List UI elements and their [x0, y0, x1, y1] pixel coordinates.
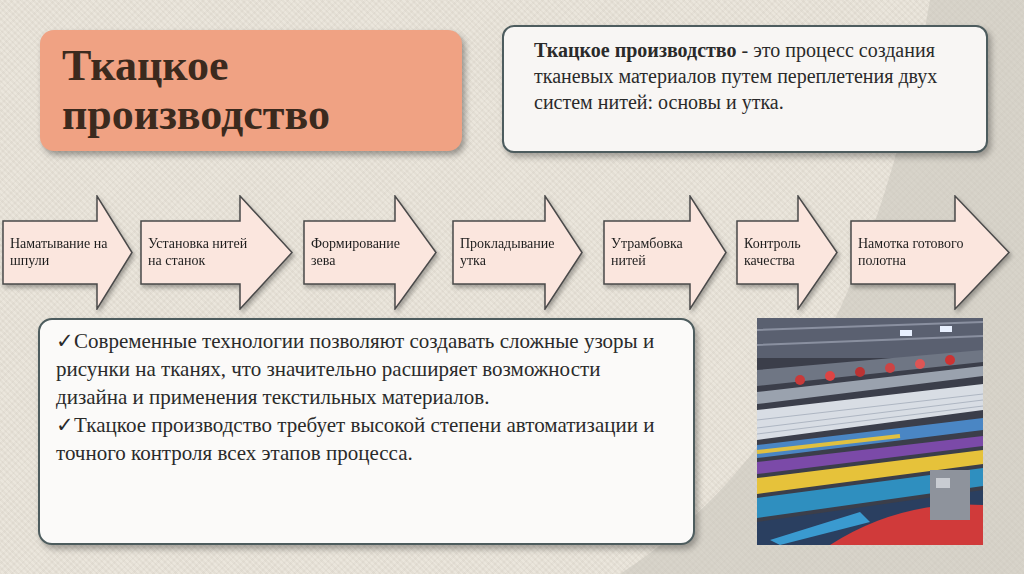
arrow-outline: [851, 196, 1009, 309]
factory-photo: [757, 318, 983, 545]
arrow-label-area: Контроль качества: [744, 223, 816, 282]
process-arrow: Контроль качества: [736, 195, 838, 310]
bullet-box: ✓Современные технологии позволяют создав…: [38, 318, 695, 545]
process-arrow: Формирование зева: [303, 195, 437, 310]
step-label: Установка нитей на станок: [148, 236, 264, 270]
process-arrow: Установка нитей на станок: [140, 195, 293, 310]
process-arrow: Наматывание на шпули: [2, 195, 133, 310]
step-label: Наматывание на шпули: [10, 236, 113, 270]
step-label: Утрамбовка нитей: [611, 236, 707, 270]
step-label: Намотка готового полотна: [858, 236, 980, 270]
arrow-label-area: Установка нитей на станок: [148, 223, 264, 282]
process-arrow: Утрамбовка нитей: [603, 195, 727, 310]
bullet-text: ✓Современные технологии позволяют создав…: [56, 328, 673, 412]
step-label: Контроль качества: [744, 236, 816, 270]
arrow-outline: [737, 196, 837, 309]
title-text: Ткацкое производство: [62, 42, 392, 139]
process-arrow: Намотка готового полотна: [850, 195, 1010, 310]
step-label: Прокладывание утка: [460, 236, 562, 270]
title-box: Ткацкое производство: [40, 30, 462, 151]
arrow-outline: [141, 196, 292, 309]
definition-paragraph: Ткацкое производство- это процесс создан…: [534, 37, 962, 115]
definition-term: Ткацкое производство: [534, 39, 737, 61]
arrow-label-area: Формирование зева: [311, 223, 414, 282]
arrow-label-area: Утрамбовка нитей: [611, 223, 707, 282]
step-label: Формирование зева: [311, 236, 414, 270]
arrow-label-area: Намотка готового полотна: [858, 223, 980, 282]
arrow-outline: [304, 196, 436, 309]
arrow-label-area: Прокладывание утка: [460, 223, 562, 282]
arrow-outline: [604, 196, 726, 309]
arrow-outline: [3, 196, 132, 309]
process-arrow: Прокладывание утка: [452, 195, 583, 310]
definition-box: Ткацкое производство- это процесс создан…: [502, 25, 988, 153]
arrow-outline: [453, 196, 582, 309]
arrow-label-area: Наматывание на шпули: [10, 223, 113, 282]
bullet-text: ✓Ткацкое производство требует высокой ст…: [56, 412, 673, 468]
